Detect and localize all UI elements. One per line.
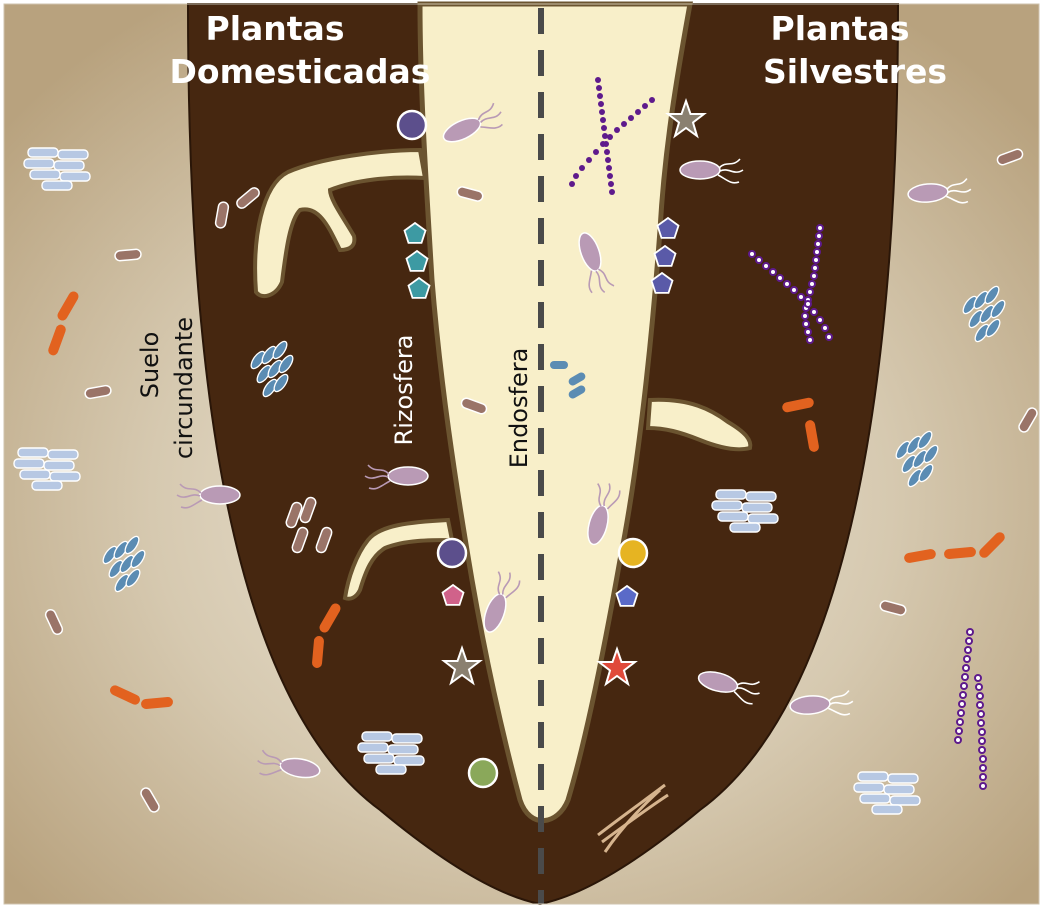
green-circle-marker — [469, 759, 497, 787]
yellow-circle-marker — [619, 539, 647, 567]
purple-circle-marker — [438, 539, 466, 567]
label-endosphere: Endosfera — [505, 348, 533, 469]
label-surrounding-soil-line2: circundante — [170, 317, 198, 459]
bacterium-icon — [115, 249, 142, 261]
title-wild-line1: Plantas — [771, 9, 910, 48]
title-domesticated-line2: Domesticadas — [170, 52, 431, 91]
label-surrounding-soil-line1: Suelo — [136, 332, 164, 399]
label-rhizosphere: Rizosfera — [390, 335, 418, 446]
title-domesticated-line1: Plantas — [206, 9, 345, 48]
purple-circle-marker — [398, 111, 426, 139]
title-wild-line2: Silvestres — [763, 52, 947, 91]
